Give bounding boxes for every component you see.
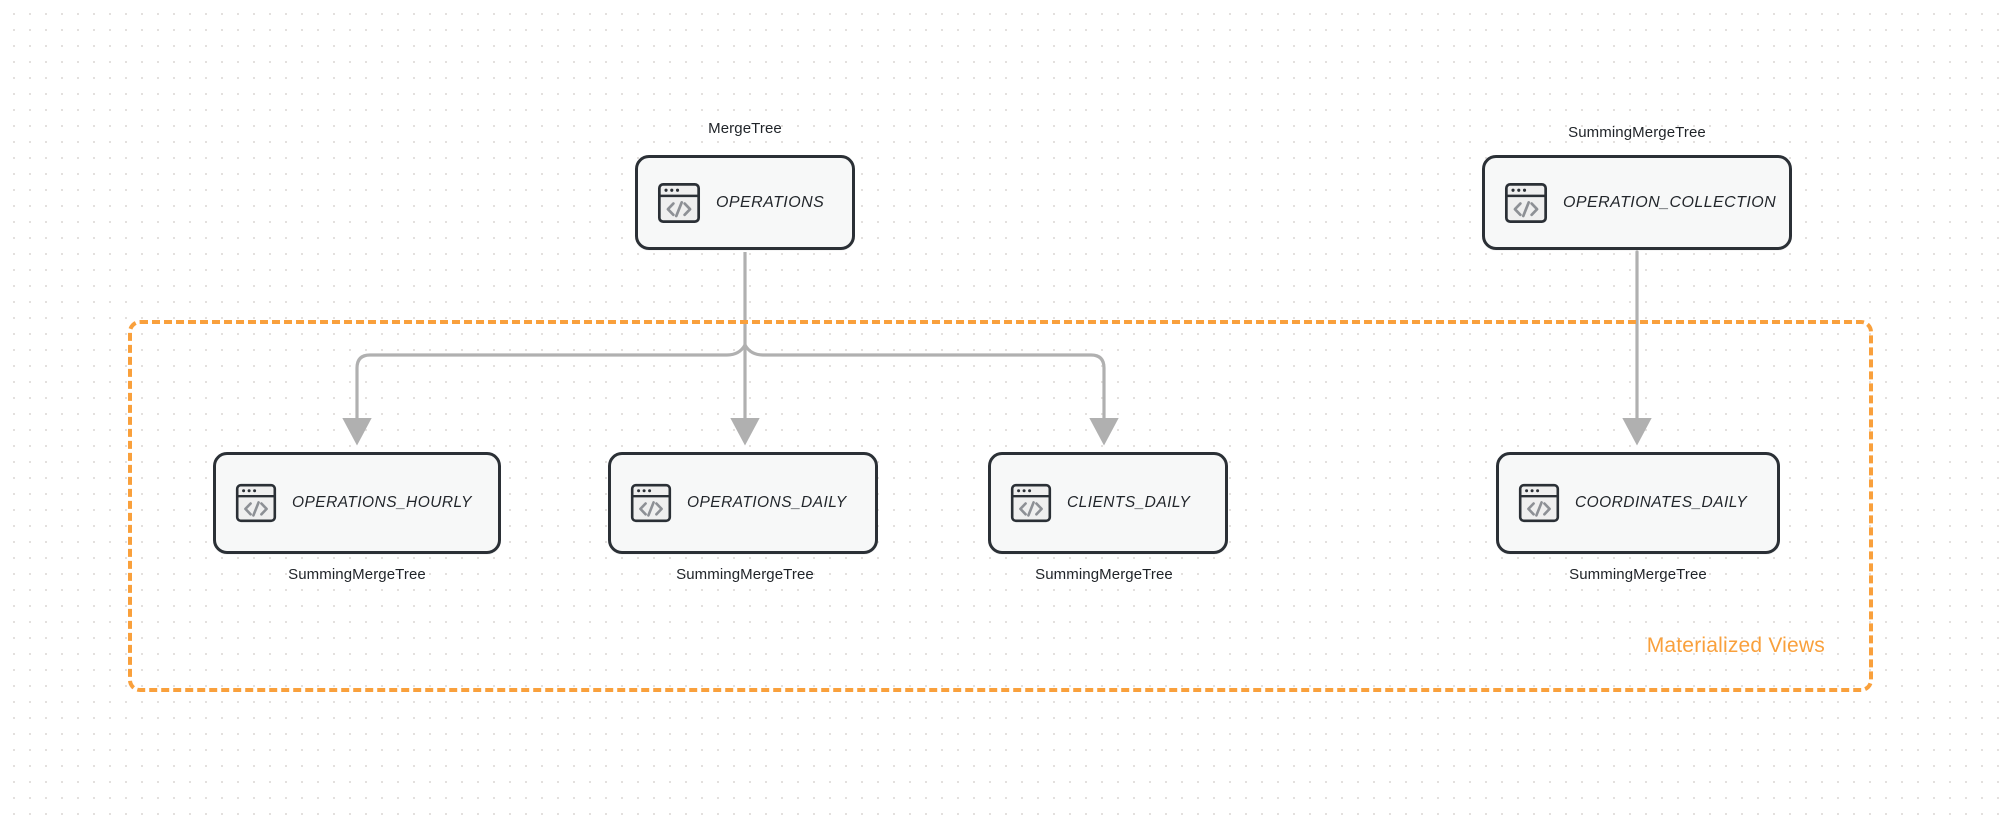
node-operation-collection-label: OPERATION_COLLECTION (1563, 193, 1777, 211)
caption-coordinates-daily-engine: SummingMergeTree (1569, 566, 1707, 583)
materialized-views-group-label: Materialized Views (1646, 634, 1825, 657)
code-window-icon (656, 180, 702, 226)
code-window-icon (234, 481, 278, 525)
node-operations-label: OPERATIONS (716, 193, 825, 211)
caption-operations-hourly-engine: SummingMergeTree (288, 566, 426, 583)
node-clients-daily[interactable]: CLIENTS_DAILY (988, 452, 1228, 554)
node-operations-hourly-label: OPERATIONS_HOURLY (292, 494, 472, 511)
code-window-icon (629, 481, 673, 525)
materialized-views-group: Materialized Views (128, 320, 1873, 692)
code-window-icon (1009, 481, 1053, 525)
node-operations-daily-label: OPERATIONS_DAILY (687, 494, 847, 511)
code-window-icon (1503, 180, 1549, 226)
caption-operation-collection-engine: SummingMergeTree (1568, 124, 1706, 141)
node-operations-daily[interactable]: OPERATIONS_DAILY (608, 452, 878, 554)
caption-operations-engine: MergeTree (708, 120, 782, 137)
node-operation-collection[interactable]: OPERATION_COLLECTION (1482, 155, 1792, 250)
node-coordinates-daily[interactable]: COORDINATES_DAILY (1496, 452, 1780, 554)
code-window-icon (1517, 481, 1561, 525)
caption-clients-daily-engine: SummingMergeTree (1035, 566, 1173, 583)
node-operations-hourly[interactable]: OPERATIONS_HOURLY (213, 452, 501, 554)
node-clients-daily-label: CLIENTS_DAILY (1067, 494, 1191, 511)
caption-operations-daily-engine: SummingMergeTree (676, 566, 814, 583)
node-coordinates-daily-label: COORDINATES_DAILY (1575, 494, 1748, 511)
node-operations[interactable]: OPERATIONS (635, 155, 855, 250)
